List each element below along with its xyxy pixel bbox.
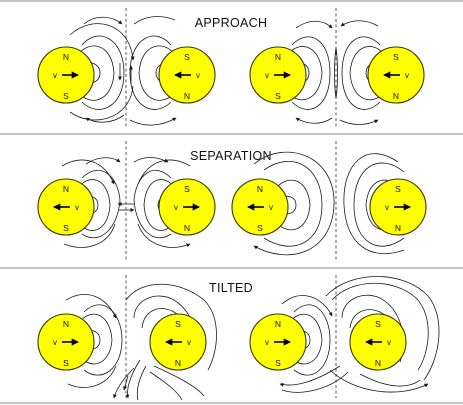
pole-label-top: N: [275, 52, 281, 62]
section-title-approach: APPROACH: [195, 16, 268, 30]
pole-label-bottom: S: [63, 91, 69, 101]
magnetic-body: N Sv: [231, 178, 289, 236]
section-title-separation: SEPARATION: [190, 149, 272, 163]
pole-label-bottom: S: [275, 91, 281, 101]
pole-label-top: N: [275, 319, 281, 329]
pole-label-top: S: [175, 319, 181, 329]
pole-label-bottom: N: [395, 223, 401, 233]
velocity-label: v: [174, 203, 178, 212]
magnetic-body: N Sv: [249, 46, 307, 104]
pole-label-top: N: [63, 184, 69, 194]
velocity-label: v: [75, 203, 79, 212]
pole-label-bottom: N: [184, 223, 190, 233]
velocity-label: v: [196, 71, 200, 80]
magnetic-body: S Nv: [149, 313, 207, 371]
velocity-label: v: [387, 338, 391, 347]
pole-label-bottom: S: [275, 358, 281, 368]
field-lines: [69, 16, 385, 126]
magnetic-body: N Sv: [37, 46, 95, 104]
magnetic-body: S Nv: [349, 313, 407, 371]
pole-label-bottom: N: [184, 91, 190, 101]
magnetic-body: S Nv: [367, 46, 425, 104]
magnetic-body: N Sv: [37, 178, 95, 236]
pole-label-bottom: S: [63, 223, 69, 233]
pole-label-top: N: [63, 52, 69, 62]
magnetic-body: N Sv: [249, 313, 307, 371]
velocity-label: v: [265, 71, 269, 80]
magnetic-body: S Nv: [369, 178, 427, 236]
velocity-label: v: [187, 338, 191, 347]
pole-label-top: S: [184, 52, 190, 62]
field-lines: [61, 151, 405, 256]
section-title-tilted: TILTED: [209, 281, 253, 295]
pole-label-bottom: N: [175, 358, 181, 368]
pole-label-top: S: [375, 319, 381, 329]
velocity-label: v: [53, 338, 57, 347]
velocity-label: v: [53, 71, 57, 80]
pole-label-bottom: S: [63, 358, 69, 368]
velocity-label: v: [269, 203, 273, 212]
magnetic-body: N Sv: [37, 313, 95, 371]
pole-label-top: N: [63, 319, 69, 329]
pole-label-top: S: [395, 184, 401, 194]
velocity-label: v: [265, 338, 269, 347]
pole-label-bottom: N: [375, 358, 381, 368]
pole-label-bottom: N: [393, 91, 399, 101]
pole-label-top: N: [257, 184, 263, 194]
pole-label-bottom: S: [257, 223, 263, 233]
magnetic-body: S Nv: [158, 46, 216, 104]
velocity-label: v: [405, 71, 409, 80]
velocity-label: v: [385, 203, 389, 212]
pole-label-top: S: [184, 184, 190, 194]
magnetic-body: S Nv: [158, 178, 216, 236]
pole-label-top: S: [393, 52, 399, 62]
